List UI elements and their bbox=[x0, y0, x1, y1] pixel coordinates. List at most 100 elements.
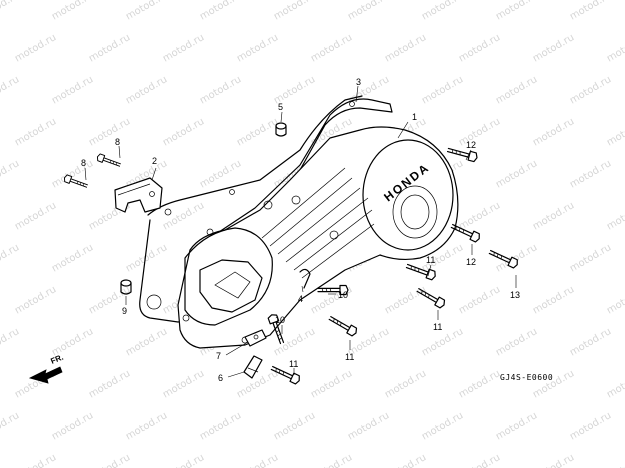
front-label: FR. bbox=[49, 353, 64, 366]
watermark-text: motod.ru bbox=[0, 242, 21, 274]
watermark-text: motod.ru bbox=[50, 74, 95, 106]
watermark-text: motod.ru bbox=[457, 452, 502, 468]
bolt-part-10-right bbox=[317, 284, 349, 296]
watermark-text: motod.ru bbox=[346, 0, 391, 23]
clip-part-4 bbox=[299, 268, 311, 289]
watermark-text: motod.ru bbox=[124, 74, 169, 106]
callout-7: 7 bbox=[216, 351, 221, 361]
callout-2: 2 bbox=[152, 156, 157, 166]
watermark-text: motod.ru bbox=[568, 158, 613, 190]
front-direction-indicator: FR. bbox=[28, 353, 65, 384]
callout-1: 1 bbox=[412, 112, 417, 122]
watermark-text: motod.ru bbox=[531, 32, 576, 64]
watermark-text: motod.ru bbox=[198, 410, 243, 442]
bolt-part-8-upper bbox=[96, 153, 121, 167]
clamp-part-6 bbox=[243, 355, 263, 379]
bracket-part-2 bbox=[114, 177, 163, 213]
watermark-text: motod.ru bbox=[457, 200, 502, 232]
watermark-text: motod.ru bbox=[50, 242, 95, 274]
bolt-part-11-right bbox=[416, 288, 446, 309]
watermark-text: motod.ru bbox=[50, 0, 95, 23]
arrow-icon bbox=[28, 366, 63, 384]
watermark-text: motod.ru bbox=[568, 0, 613, 23]
watermark-text: motod.ru bbox=[309, 32, 354, 64]
watermark-text: motod.ru bbox=[605, 116, 625, 148]
watermark-text: motod.ru bbox=[420, 0, 465, 23]
watermark-text: motod.ru bbox=[235, 116, 280, 148]
watermark-text: motod.ru bbox=[568, 74, 613, 106]
watermark-text: motod.ru bbox=[272, 410, 317, 442]
watermark-text: motod.ru bbox=[235, 452, 280, 468]
watermark-text: motod.ru bbox=[383, 32, 428, 64]
callout-8-lower: 8 bbox=[81, 158, 86, 168]
watermark-text: motod.ru bbox=[494, 158, 539, 190]
dowel-pin-part-9 bbox=[120, 279, 132, 295]
watermark-text: motod.ru bbox=[272, 0, 317, 23]
watermark-text: motod.ru bbox=[568, 410, 613, 442]
watermark-text: motod.ru bbox=[383, 284, 428, 316]
callout-11-right: 11 bbox=[433, 322, 442, 332]
watermark-text: motod.ru bbox=[161, 200, 206, 232]
watermark-text: motod.ru bbox=[531, 200, 576, 232]
callout-12-lower: 12 bbox=[466, 257, 476, 267]
watermark-text: motod.ru bbox=[494, 74, 539, 106]
watermark-text: motod.ru bbox=[309, 452, 354, 468]
bolt-part-12-upper bbox=[446, 147, 478, 163]
watermark-text: motod.ru bbox=[50, 158, 95, 190]
watermark-text: motod.ru bbox=[531, 116, 576, 148]
clamp-part-7 bbox=[244, 329, 267, 347]
callout-5: 5 bbox=[278, 102, 283, 112]
watermark-text: motod.ru bbox=[420, 326, 465, 358]
watermark-text: motod.ru bbox=[161, 32, 206, 64]
watermark-text: motod.ru bbox=[161, 452, 206, 468]
watermark-text: motod.ru bbox=[50, 410, 95, 442]
bolt-part-13 bbox=[488, 249, 518, 269]
watermark-text: motod.ru bbox=[13, 200, 58, 232]
watermark-text: motod.ru bbox=[13, 116, 58, 148]
watermark-text: motod.ru bbox=[420, 410, 465, 442]
callout-labels: 1 2 3 4 5 6 7 8 8 9 10 10 11 11 11 11 12… bbox=[81, 77, 520, 383]
watermark-text: motod.ru bbox=[605, 452, 625, 468]
watermark-text: motod.ru bbox=[87, 368, 132, 400]
watermark-text: motod.ru bbox=[0, 326, 21, 358]
watermark-text: motod.ru bbox=[494, 326, 539, 358]
watermark-text: motod.ru bbox=[605, 368, 625, 400]
watermark-text: motod.ru bbox=[235, 32, 280, 64]
callout-4: 4 bbox=[298, 294, 303, 304]
bolt-part-12-lower bbox=[450, 223, 480, 243]
watermark-text: motod.ru bbox=[309, 368, 354, 400]
crankcase-cover-part-1 bbox=[177, 126, 459, 349]
watermark-text: motod.ru bbox=[124, 410, 169, 442]
dowel-pin-part-5 bbox=[275, 122, 287, 137]
callout-9: 9 bbox=[122, 306, 127, 316]
watermark-text: motod.ru bbox=[161, 116, 206, 148]
watermark-text: motod.ru bbox=[13, 452, 58, 468]
watermark-text: motod.ru bbox=[383, 368, 428, 400]
bolt-part-11-lower bbox=[270, 365, 300, 385]
watermark-text: motod.ru bbox=[87, 32, 132, 64]
callout-11-upper: 11 bbox=[426, 255, 435, 265]
watermark-text: motod.ru bbox=[346, 410, 391, 442]
callout-11-middle: 11 bbox=[345, 352, 354, 362]
watermark-text: motod.ru bbox=[420, 74, 465, 106]
watermark-text: motod.ru bbox=[13, 32, 58, 64]
bolt-layer bbox=[63, 147, 518, 385]
watermark-text: motod.ru bbox=[0, 410, 21, 442]
callout-13: 13 bbox=[510, 290, 520, 300]
bolt-part-11-upper bbox=[405, 263, 436, 281]
watermark-text: motod.ru bbox=[457, 284, 502, 316]
callout-3: 3 bbox=[356, 77, 361, 87]
bolt-part-10-lower bbox=[267, 314, 285, 345]
watermark-text: motod.ru bbox=[198, 74, 243, 106]
watermark-text: motod.ru bbox=[531, 452, 576, 468]
watermark-text: motod.ru bbox=[0, 158, 21, 190]
callout-10-lower: 10 bbox=[275, 315, 285, 325]
watermark-text: motod.ru bbox=[605, 284, 625, 316]
watermark-text: motod.ru bbox=[531, 284, 576, 316]
watermark-text: motod.ru bbox=[13, 284, 58, 316]
watermark-text: motod.ru bbox=[124, 326, 169, 358]
watermark-text: motod.ru bbox=[161, 368, 206, 400]
callout-11-lower: 11 bbox=[289, 359, 298, 369]
